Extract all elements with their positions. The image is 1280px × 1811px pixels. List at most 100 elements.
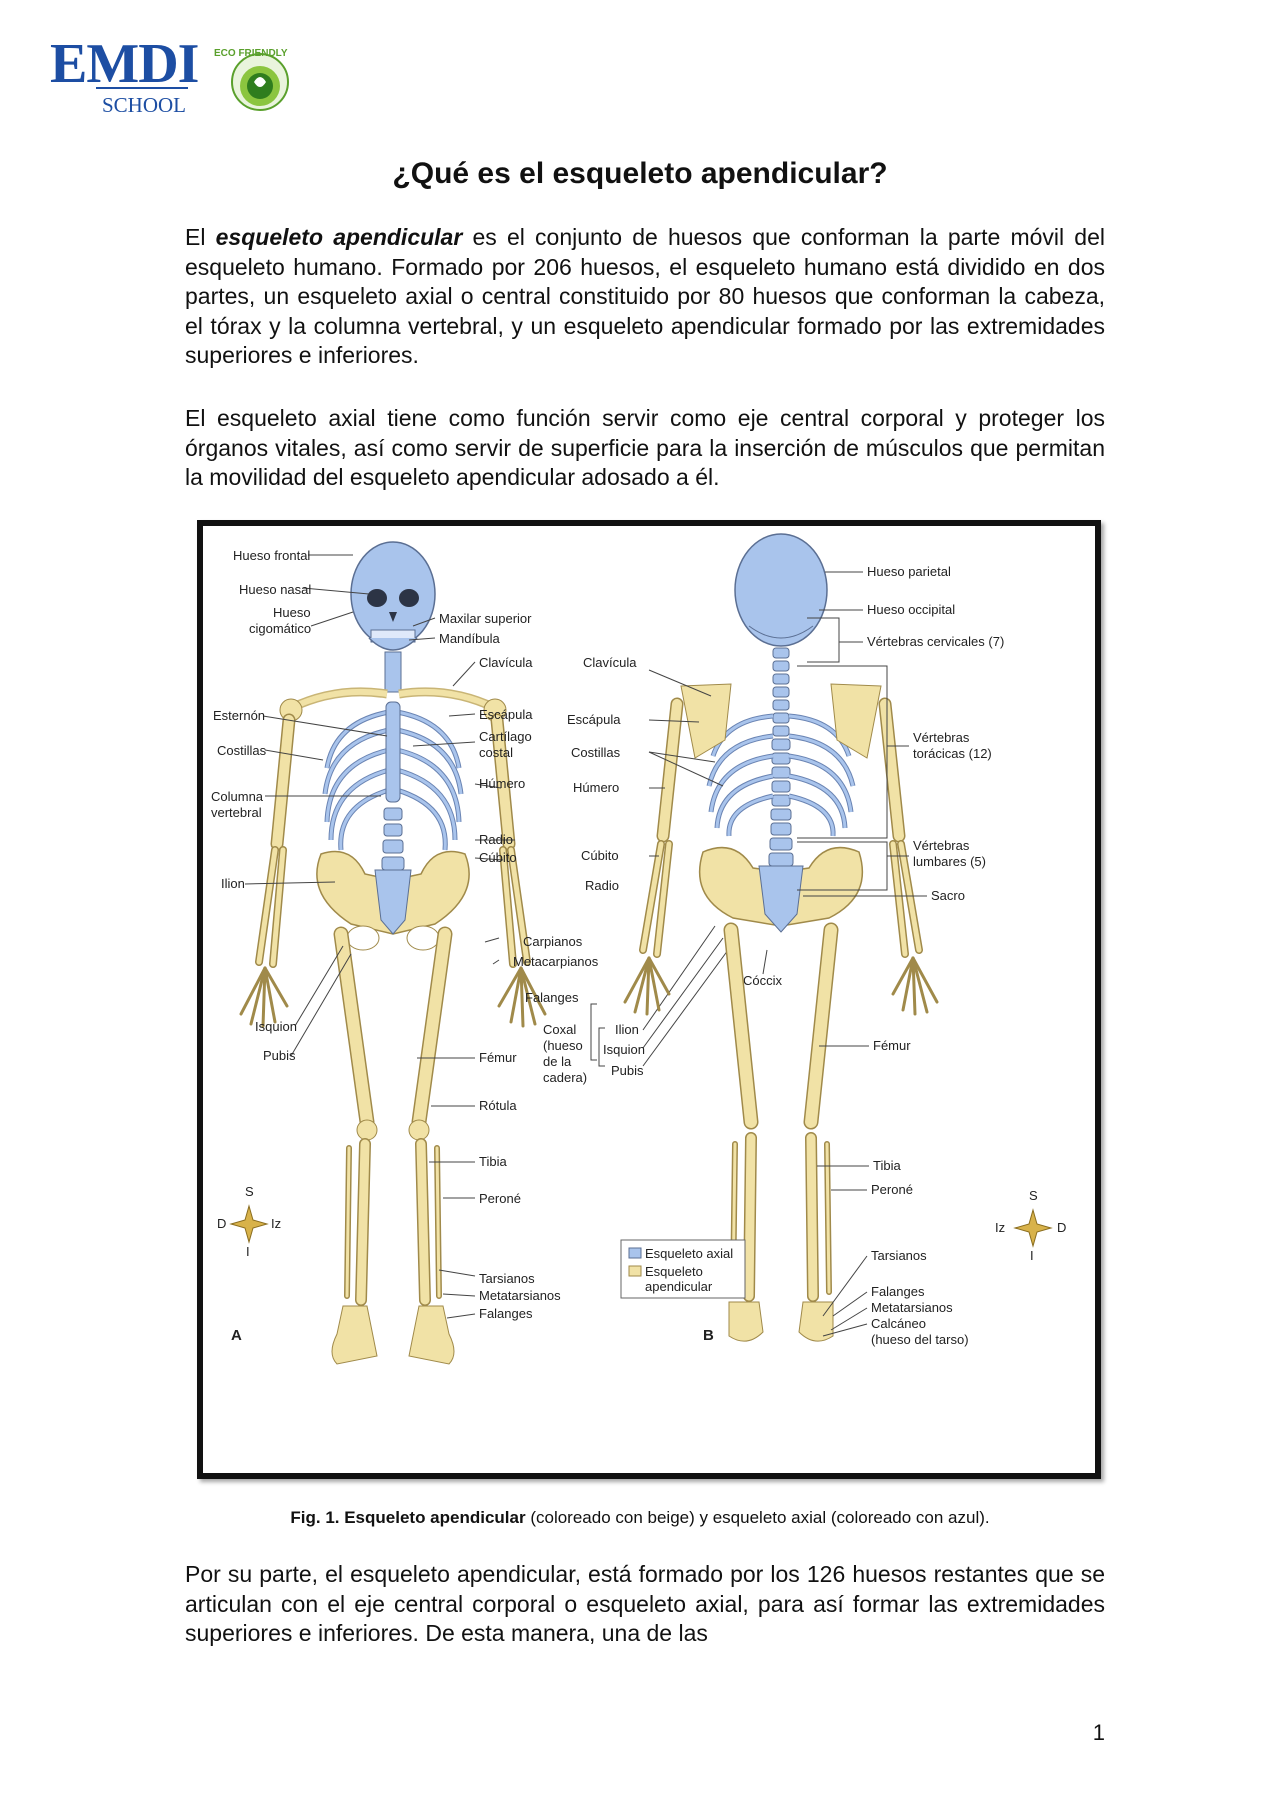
intro-paragraph: El esqueleto apendicular es el conjunto … — [185, 223, 1105, 371]
label-b-clavicula: Clavícula — [583, 655, 637, 670]
label-femur: Fémur — [479, 1050, 517, 1065]
label-coxal-pubis: Pubis — [611, 1063, 644, 1078]
label-falanges: Falanges — [525, 990, 579, 1005]
label-calcaneo-2: (hueso del tarso) — [871, 1332, 969, 1347]
label-tarsianos: Tarsianos — [479, 1271, 535, 1286]
label-b-costillas: Costillas — [571, 745, 621, 760]
compass-anterior: S I D Iz — [217, 1184, 281, 1259]
label-b-tarsianos: Tarsianos — [871, 1248, 927, 1263]
label-mandibula: Mandíbula — [439, 631, 500, 646]
label-sacro: Sacro — [931, 888, 965, 903]
label-rotula: Rótula — [479, 1098, 517, 1113]
legend-apendicular-1: Esqueleto — [645, 1264, 703, 1279]
legend-swatch-apendicular — [628, 1265, 642, 1277]
label-maxilar-superior: Maxilar superior — [439, 611, 532, 626]
compass-b-e: D — [1057, 1220, 1066, 1235]
label-coxal-ilion: Ilion — [615, 1022, 639, 1037]
compass-posterior: S I Iz D — [995, 1188, 1066, 1263]
label-coxal-4: cadera) — [543, 1070, 587, 1085]
label-cartilago-1: Cartílago — [479, 729, 532, 744]
axial-paragraph: El esqueleto axial tiene como función se… — [185, 405, 1105, 490]
label-isquion: Isquion — [255, 1019, 297, 1034]
page-title: ¿Qué es el esqueleto apendicular? — [392, 157, 888, 190]
caption-text: (coloreado con beige) y esqueleto axial … — [525, 1508, 990, 1527]
legend-apendicular-2: apendicular — [645, 1279, 713, 1294]
label-b-metatarsianos: Metatarsianos — [871, 1300, 953, 1315]
label-hueso-frontal: Hueso frontal — [233, 548, 310, 563]
label-humero: Húmero — [479, 776, 525, 791]
logo-sub-text: SCHOOL — [102, 93, 186, 117]
skeleton-illustration: Hueso frontal Hueso nasal Hueso cigomáti… — [211, 533, 1066, 1365]
label-vertebras-lumbares-2: lumbares (5) — [913, 854, 986, 869]
label-radio: Radio — [479, 832, 513, 847]
panel-label-b: B — [703, 1327, 714, 1344]
compass-b-s: I — [1030, 1248, 1034, 1263]
compass-a-s: I — [246, 1244, 250, 1259]
appendicular-paragraph: Por su parte, el esqueleto apendicular, … — [185, 1561, 1105, 1646]
legend-axial: Esqueleto axial — [645, 1246, 733, 1261]
compass-a-e: Iz — [271, 1216, 281, 1231]
coxal-label-text: Coxal (hueso de la cadera) Ilion Isquion… — [543, 973, 783, 1085]
intro-emphasis: esqueleto apendicular — [215, 224, 463, 250]
panel-label-a: A — [231, 1327, 242, 1344]
label-esternon: Esternón — [213, 708, 265, 723]
label-carpianos: Carpianos — [523, 934, 583, 949]
label-vertebras-cervicales: Vértebras cervicales (7) — [867, 634, 1004, 649]
label-b-perone: Peroné — [871, 1182, 913, 1197]
page-number: 1 — [1092, 1720, 1105, 1745]
label-b-escapula: Escápula — [567, 712, 621, 727]
label-coccix: Cóccix — [743, 973, 783, 988]
label-clavicula: Clavícula — [479, 655, 533, 670]
label-escapula: Escápula — [479, 707, 533, 722]
label-coxal-isquion: Isquion — [603, 1042, 645, 1057]
figure-caption: Fig. 1. Esqueleto apendicular (coloreado… — [0, 1508, 1280, 1528]
coxal-labels — [590, 925, 768, 1067]
skeleton-anterior — [239, 541, 547, 1365]
label-coxal-2: (hueso — [543, 1038, 583, 1053]
intro-text: es el conjunto de huesos que conforman l… — [185, 224, 1105, 368]
label-b-radio: Radio — [585, 878, 619, 893]
legend-swatch-axial — [628, 1247, 642, 1259]
label-b-tibia: Tibia — [873, 1158, 901, 1173]
label-costillas: Costillas — [217, 743, 267, 758]
label-falanges-pie: Falanges — [479, 1306, 533, 1321]
compass-b-w: Iz — [995, 1220, 1005, 1235]
label-text-posterior: Hueso parietal Hueso occipital Vértebras… — [567, 564, 1004, 1347]
skull-posterior — [734, 533, 828, 647]
label-cubito: Cúbito — [479, 850, 517, 865]
label-hueso-parietal: Hueso parietal — [867, 564, 951, 579]
label-hueso-cigomatico-2: cigomático — [249, 621, 311, 636]
label-coxal-3: de la — [543, 1054, 572, 1069]
labels-posterior — [648, 571, 927, 1337]
badge-text: ECO FRIENDLY — [214, 48, 288, 59]
label-vertebras-toracicas-2: torácicas (12) — [913, 746, 992, 761]
label-pubis: Pubis — [263, 1048, 296, 1063]
label-text-anterior: Hueso frontal Hueso nasal Hueso cigomáti… — [211, 548, 599, 1321]
label-calcaneo-1: Calcáneo — [871, 1316, 926, 1331]
school-logo: EMDI SCHOOL ECO FRIENDLY — [48, 24, 290, 124]
eco-friendly-badge: ECO FRIENDLY — [214, 48, 289, 111]
label-hueso-nasal: Hueso nasal — [239, 582, 311, 597]
label-b-femur: Fémur — [873, 1038, 911, 1053]
label-ilion: Ilion — [221, 876, 245, 891]
label-tibia: Tibia — [479, 1154, 507, 1169]
label-vertebras-toracicas-1: Vértebras — [913, 730, 970, 745]
label-metacarpianos: Metacarpianos — [513, 954, 599, 969]
label-metatarsianos: Metatarsianos — [479, 1288, 561, 1303]
label-hueso-occipital: Hueso occipital — [867, 602, 955, 617]
label-columna-1: Columna — [211, 789, 264, 804]
logo-main-text: EMDI — [50, 33, 198, 95]
skeleton-posterior — [623, 533, 939, 1342]
labels-anterior — [244, 554, 515, 1319]
compass-a-w: D — [217, 1216, 226, 1231]
label-b-falanges: Falanges — [871, 1284, 925, 1299]
label-b-cubito: Cúbito — [581, 848, 619, 863]
label-hueso-cigomatico-1: Hueso — [273, 605, 311, 620]
figure-legend: Esqueleto axial Esqueleto apendicular — [620, 1239, 746, 1299]
label-vertebras-lumbares-1: Vértebras — [913, 838, 970, 853]
compass-b-n: S — [1029, 1188, 1038, 1203]
intro-prefix: El — [185, 224, 216, 250]
label-coxal-1: Coxal — [543, 1022, 576, 1037]
skeleton-figure: Hueso frontal Hueso nasal Hueso cigomáti… — [197, 520, 1101, 1479]
caption-bold: Fig. 1. Esqueleto apendicular — [290, 1508, 526, 1527]
